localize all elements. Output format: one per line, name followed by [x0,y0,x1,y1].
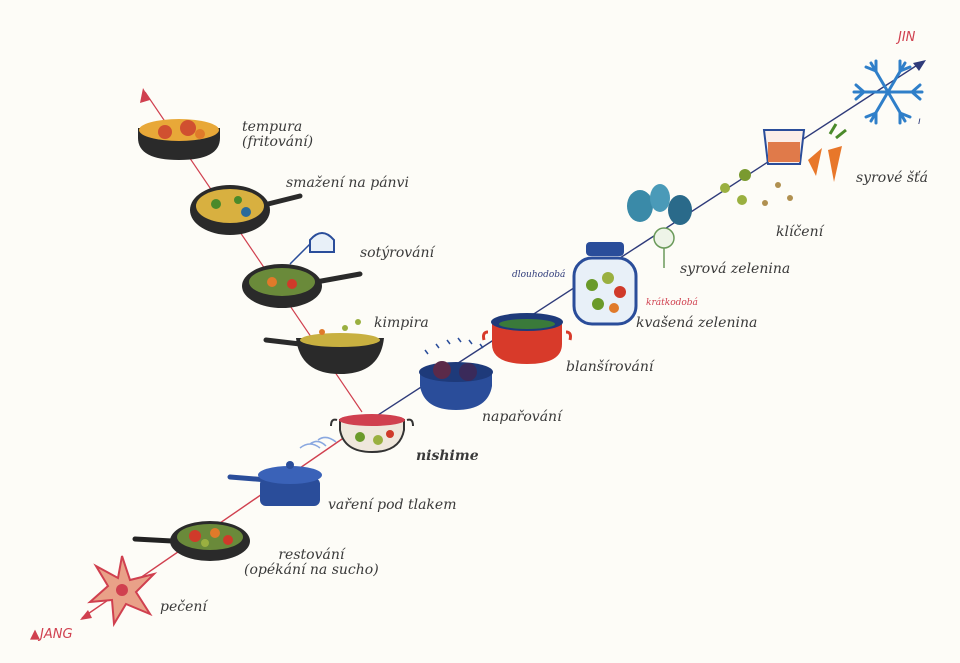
label-tempura: tempura (fritování) [242,120,313,150]
pickle-jar-icon [572,242,638,326]
label-blanching: blanšírování [566,359,654,375]
label-kinpira: kimpira [374,315,429,331]
saute-pan-icon [242,264,363,308]
label-sauteing: sotýrování [360,245,435,261]
label-long-term: dlouhodobá [512,270,566,280]
label-line: (opékání na sucho) [244,562,379,578]
yang-triangle-icon: ▲ [30,627,40,642]
yang-label-text: JANG [40,627,73,642]
label-line: restování [278,547,345,563]
baking-star-icon [87,555,158,628]
label-raw-juice: syrové šťá [856,170,929,186]
raw-vegetables-icon [627,184,692,268]
label-fermented: kvašená zelenina [636,315,758,331]
label-line: (fritování) [242,134,314,150]
kinpira-pan-icon [263,319,384,374]
label-baking: pečení [160,599,207,615]
label-sprouting: klíčení [776,224,824,240]
roasting-pan-icon [132,521,250,561]
yin-label: JIN [898,30,916,45]
tempura-pot-icon [138,119,220,160]
label-pan-fry: smažení na pánvi [286,175,409,191]
pressure-cooker-icon [227,436,337,506]
label-pressure: vaření pod tlakem [328,497,457,513]
steamer-icon [419,337,493,410]
left-branch-arrowhead [140,88,150,103]
label-short-term: krátkodobá [646,298,698,308]
label-steaming: napařování [482,409,562,425]
edge-mark: ı [918,116,921,127]
blanching-pot-icon [482,313,572,364]
nishime-pot-icon [330,414,414,454]
oil-pitcher-icon [289,232,335,265]
sprouts-icon [720,169,793,206]
yang-label: ▲JANG [30,627,73,642]
juice-glass-icon [762,129,806,165]
carrots-icon [808,123,847,182]
snowflake-icon [852,59,924,125]
label-nishime: nishime [416,448,479,464]
yin-arrowhead [913,60,926,71]
label-raw-veg: syrová zelenina [680,261,791,277]
frying-pan-icon [190,185,303,235]
label-roasting: restování (opékání na sucho) [244,548,379,578]
yang-arrowhead [80,610,92,620]
label-line: tempura [242,119,303,135]
